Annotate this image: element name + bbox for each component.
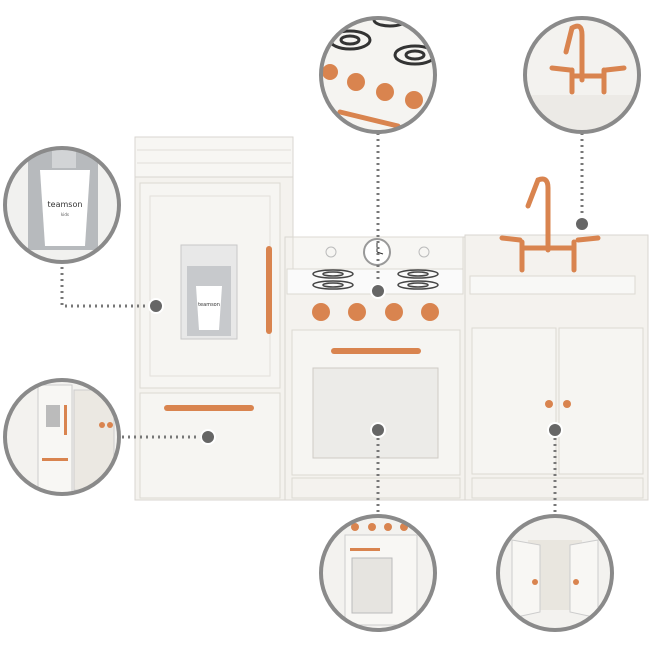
detail-cabinet-open[interactable] [495, 513, 615, 633]
callout-lines [60, 133, 584, 515]
detail-water-dispenser[interactable]: teamson kids [0, 145, 125, 265]
detail-fridge-open[interactable] [0, 375, 125, 500]
callout-dots [148, 216, 590, 445]
cup-sub: kids [61, 212, 69, 217]
sink-faucet [499, 176, 601, 273]
dispenser-cup [196, 286, 222, 330]
sink-basin [469, 275, 636, 295]
detail-faucet[interactable] [522, 15, 642, 135]
cabinet-door-left [471, 327, 557, 475]
stove-knobs [312, 303, 439, 321]
fridge-handle [266, 246, 272, 334]
detail-oven-open[interactable] [318, 513, 438, 633]
oven-handle [331, 348, 421, 354]
detail-stove-knobs[interactable] [318, 14, 438, 135]
cup-logo: teamson [48, 200, 83, 209]
dispenser-cup-logo: teamson [198, 302, 220, 308]
sink-cabinet [464, 176, 649, 501]
oven-window [312, 367, 439, 459]
cabinet-door-right [558, 327, 644, 475]
fridge [134, 136, 294, 501]
stove [284, 236, 466, 501]
freezer-handle [164, 405, 254, 411]
